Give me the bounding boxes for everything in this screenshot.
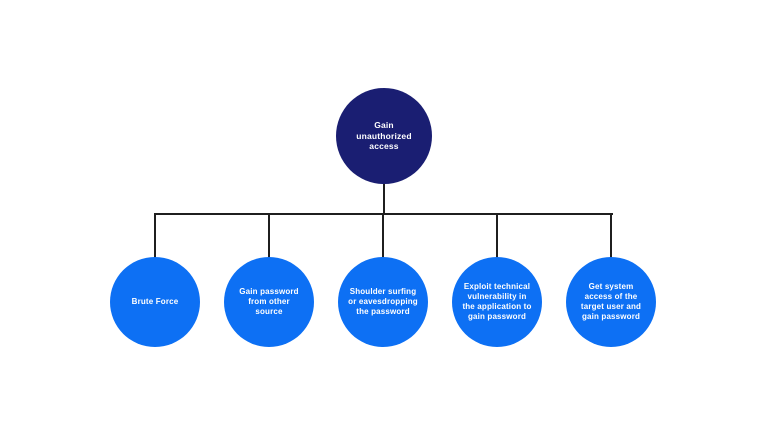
- node-label: Gain unauthorized access: [356, 120, 412, 152]
- connector-drop-5: [610, 213, 612, 258]
- node-label: Get system access of the target user and…: [580, 282, 642, 321]
- connector-root-stem: [383, 181, 385, 214]
- node-gain-unauthorized-access: Gain unauthorized access: [336, 88, 432, 184]
- connector-drop-3: [382, 213, 384, 258]
- node-shoulder-surfing-or-eavesdropping: Shoulder surfing or eavesdropping the pa…: [338, 257, 428, 347]
- node-gain-password-from-other-source: Gain password from other source: [224, 257, 314, 347]
- node-get-system-access: Get system access of the target user and…: [566, 257, 656, 347]
- node-exploit-technical-vulnerability: Exploit technical vulnerability in the a…: [452, 257, 542, 347]
- node-label: Gain password from other source: [239, 287, 299, 316]
- node-label: Shoulder surfing or eavesdropping the pa…: [348, 287, 418, 316]
- connector-drop-1: [154, 213, 156, 258]
- connector-drop-2: [268, 213, 270, 258]
- node-label: Brute Force: [131, 297, 179, 306]
- connector-drop-4: [496, 213, 498, 258]
- node-brute-force: Brute Force: [110, 257, 200, 347]
- node-label: Exploit technical vulnerability in the a…: [462, 282, 532, 321]
